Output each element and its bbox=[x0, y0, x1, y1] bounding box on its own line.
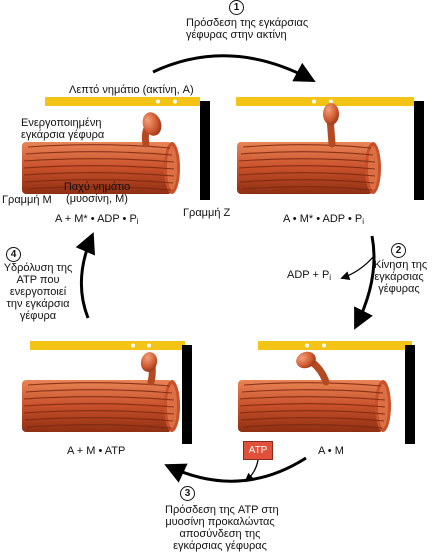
step-number-1: 1 bbox=[229, 0, 244, 15]
actin-binding-site bbox=[173, 99, 177, 104]
arrow-atp-binding bbox=[244, 459, 259, 483]
z-disc bbox=[405, 345, 415, 444]
step-4-caption: Υδρόλυση της ATP που ενεργοποιεί την εγκ… bbox=[3, 262, 73, 322]
myosin-head-cross-bridge bbox=[141, 112, 162, 148]
step-3-caption: Πρόσδεση της ATP στη μυοσίνη προκαλώντας… bbox=[165, 504, 279, 552]
z-disc bbox=[200, 101, 210, 200]
thick-filament-myosin bbox=[238, 380, 391, 432]
thick-filament-myosin bbox=[22, 380, 180, 432]
z-disc bbox=[414, 101, 424, 200]
z-disc bbox=[182, 345, 192, 444]
arrow-products-release bbox=[340, 255, 375, 281]
m-line-label: Γραμμή Μ bbox=[2, 194, 52, 206]
state-bottom-left: A + M • ATP bbox=[67, 445, 126, 457]
myosin-head-cross-bridge bbox=[296, 351, 330, 386]
actin-binding-site bbox=[305, 343, 309, 348]
arrow-step-1 bbox=[152, 54, 316, 82]
panel-top-right bbox=[236, 97, 424, 200]
step-2-caption: Κίνηση της εγκάρσιας γέφυρας bbox=[374, 259, 428, 295]
actin-binding-site bbox=[156, 99, 160, 104]
actin-binding-site bbox=[329, 99, 333, 104]
thick-filament-label: Παχύ νημάτιο (μυοσίνη, M) bbox=[63, 181, 131, 205]
thin-filament-actin bbox=[45, 97, 200, 106]
step-number-2: 2 bbox=[391, 243, 406, 258]
step-number-3: 3 bbox=[180, 486, 195, 501]
thick-filament-myosin bbox=[22, 142, 180, 194]
actin-binding-site bbox=[147, 343, 151, 348]
arrow-step-3 bbox=[164, 456, 307, 483]
arrow-step-4 bbox=[75, 232, 95, 319]
state-top-right: A • M* • ADP • Pi bbox=[283, 213, 364, 226]
products-released: ADP + Pi bbox=[287, 269, 332, 282]
z-line-label: Γραμμή Ζ bbox=[183, 207, 231, 219]
myosin-head-cross-bridge bbox=[140, 352, 158, 386]
state-bottom-right: A • M bbox=[318, 445, 344, 457]
thin-filament-label: Λεπτό νημάτιο (ακτίνη, A) bbox=[69, 84, 194, 96]
actin-binding-site bbox=[312, 99, 316, 104]
thin-filament-actin bbox=[258, 341, 412, 350]
step-1-caption: Πρόσδεση της εγκάρσιας γέφυρας στην ακτί… bbox=[186, 17, 309, 41]
atp-badge: ATP bbox=[243, 441, 273, 460]
activated-cross-bridge-label: Ενεργοποιημένη εγκάρσια γέφυρα bbox=[21, 117, 105, 141]
myosin-head-cross-bridge bbox=[323, 103, 339, 148]
panel-bottom-right bbox=[238, 341, 415, 444]
arrow-step-2 bbox=[354, 235, 376, 330]
actin-binding-site bbox=[322, 343, 326, 348]
step-number-4: 4 bbox=[6, 247, 21, 262]
thin-filament-actin bbox=[236, 97, 414, 106]
panel-top-left bbox=[22, 97, 210, 200]
thick-filament-myosin bbox=[237, 142, 381, 194]
actin-binding-site bbox=[131, 343, 135, 348]
panel-bottom-left bbox=[22, 341, 192, 444]
thin-filament-actin bbox=[30, 341, 185, 350]
state-top-left: A + M* • ADP • Pi bbox=[55, 213, 139, 226]
